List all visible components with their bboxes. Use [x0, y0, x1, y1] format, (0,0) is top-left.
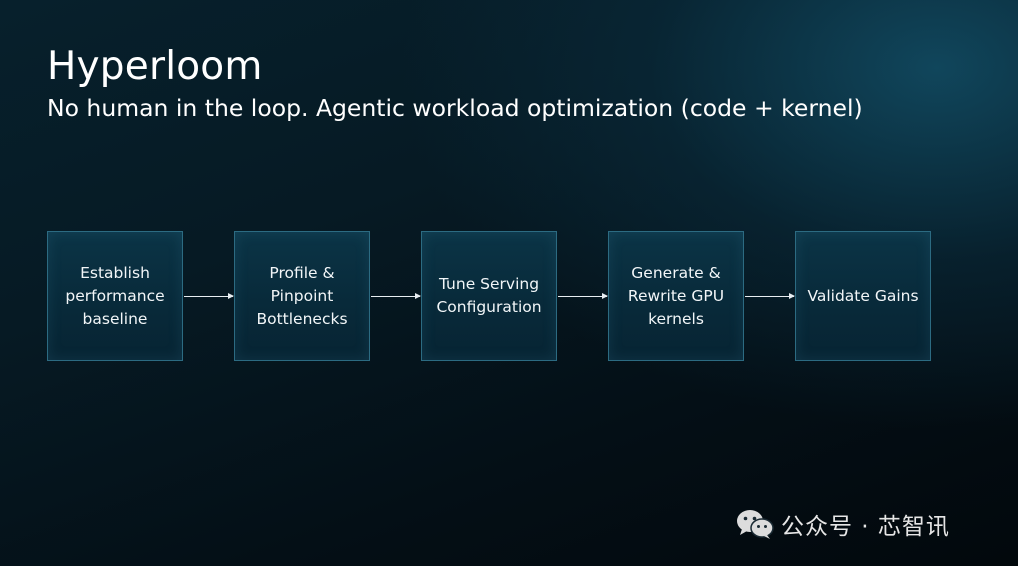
flow-step-rewrite-kernels: Generate & Rewrite GPU kernels — [608, 231, 744, 361]
wechat-icon — [735, 507, 775, 541]
flow-arrow — [184, 293, 234, 299]
flow-step-label: Tune Serving Configuration — [436, 275, 542, 316]
flow-step-label: Generate & Rewrite GPU kernels — [627, 263, 725, 328]
flow-arrow — [558, 293, 608, 299]
watermark: 公众号 · 芯智讯 — [735, 506, 950, 542]
flow-step-label: Establish performance baseline — [65, 263, 165, 328]
flow-step-profile-bottlenecks: Profile & Pinpoint Bottlenecks — [234, 231, 370, 361]
flow-step-label: Validate Gains — [807, 286, 919, 305]
flow-step-establish-baseline: Establish performance baseline — [47, 231, 183, 361]
flow-step-label: Profile & Pinpoint Bottlenecks — [256, 263, 348, 328]
slide-subtitle: No human in the loop. Agentic workload o… — [47, 94, 863, 122]
flow-arrow — [745, 293, 795, 299]
flow-step-validate-gains: Validate Gains — [795, 231, 931, 361]
flow-step-tune-serving: Tune Serving Configuration — [421, 231, 557, 361]
flow-arrow — [371, 293, 421, 299]
watermark-text: 公众号 · 芯智讯 — [781, 514, 950, 540]
slide-title: Hyperloom — [47, 44, 263, 89]
